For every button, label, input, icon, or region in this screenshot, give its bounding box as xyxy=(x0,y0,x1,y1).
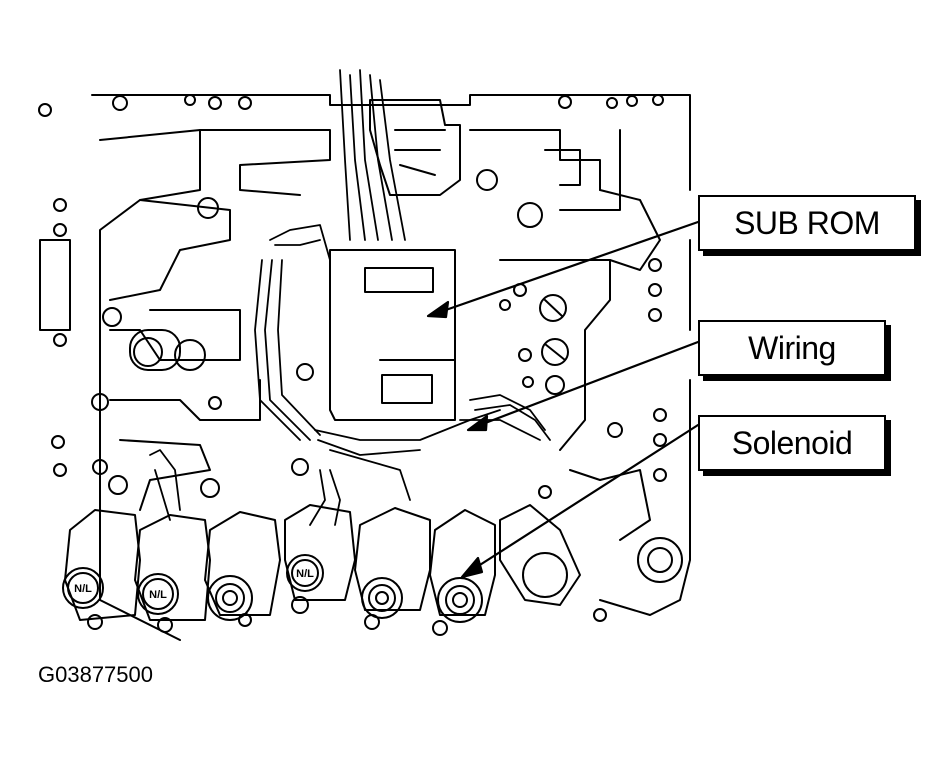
wiring-harness xyxy=(149,69,551,526)
sub-rom-label: SUB ROM xyxy=(734,204,880,241)
leader-arrows xyxy=(426,220,700,579)
valve-body-left-channels xyxy=(109,199,261,511)
sub-rom-arrowhead xyxy=(426,300,450,319)
mounting-tabs xyxy=(87,608,607,636)
ports xyxy=(39,239,683,583)
figure-id: G03877500 xyxy=(38,662,153,687)
sub-rom-callout: SUB ROM xyxy=(698,195,916,251)
wiring-arrowhead xyxy=(466,414,489,432)
sub-rom-module xyxy=(329,249,456,421)
wiring-label: Wiring xyxy=(748,329,836,366)
solenoid-label: Solenoid xyxy=(731,424,853,461)
valve-body-upper-plate xyxy=(199,129,601,196)
solenoid-bodies xyxy=(64,504,581,621)
solenoid-marking-2: N/L xyxy=(149,589,167,601)
solenoid-faces xyxy=(62,552,568,623)
solenoid-arrowhead xyxy=(460,556,484,579)
solenoid-callout: Solenoid xyxy=(698,415,886,471)
wiring-callout: Wiring xyxy=(698,320,886,376)
bolt-holes xyxy=(38,94,667,614)
solenoid-marking-1: N/L xyxy=(74,583,92,595)
valve-body-outline xyxy=(91,94,691,641)
solenoid-marking-3: N/L xyxy=(296,568,314,580)
upper-connector xyxy=(369,99,461,196)
